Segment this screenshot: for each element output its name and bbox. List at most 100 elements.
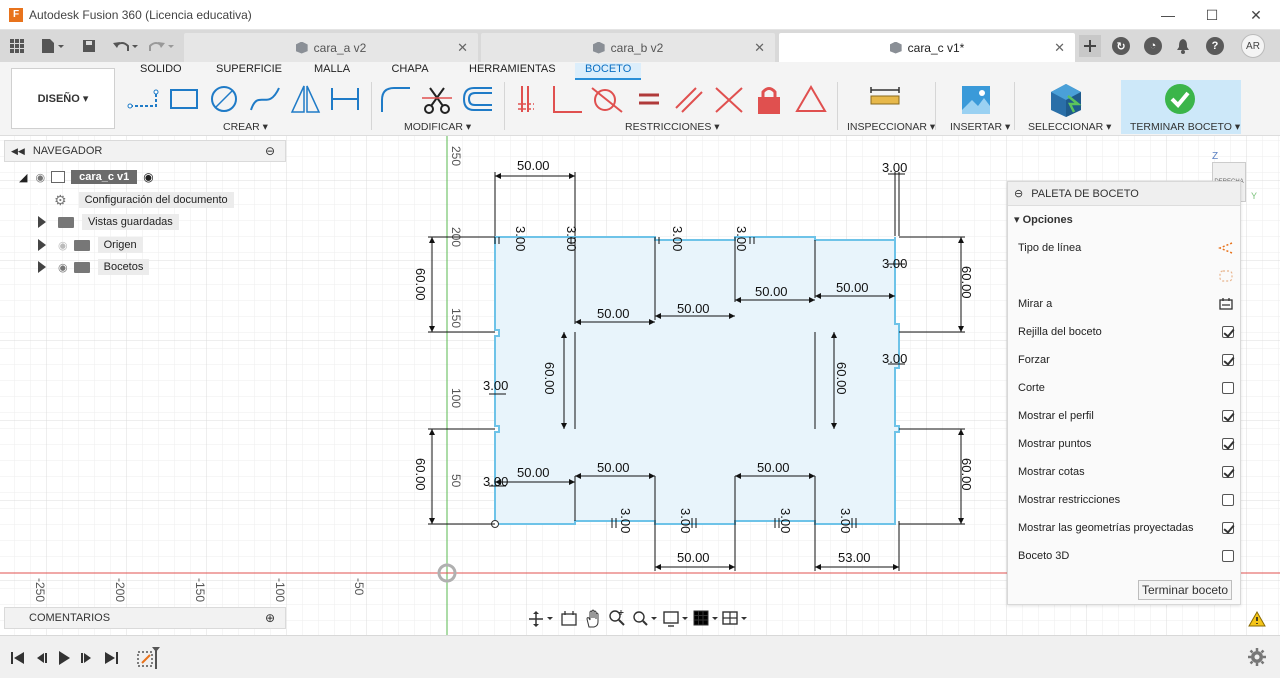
zoom-icon[interactable]	[608, 609, 626, 629]
add-comment-icon[interactable]: ⊕	[264, 611, 275, 625]
offset-tool-icon[interactable]	[460, 84, 494, 114]
go-to-start-icon[interactable]	[10, 650, 26, 666]
nav-item-config[interactable]: ⚙ Configuración del documento	[38, 192, 234, 208]
nav-item-saved-views[interactable]: Vistas guardadas	[38, 214, 179, 230]
display-settings-icon[interactable]	[663, 610, 689, 628]
help-icon[interactable]: ?	[1206, 37, 1224, 55]
tab-cara-a[interactable]: cara_a v2 ✕	[184, 33, 478, 62]
coincident-constraint-icon[interactable]	[514, 84, 544, 114]
checkbox-show-profile[interactable]	[1222, 410, 1234, 422]
checkbox-snap[interactable]	[1222, 354, 1234, 366]
sketch-profile[interactable]	[494, 236, 900, 525]
expand-triangle-icon[interactable]	[38, 194, 46, 206]
spline-tool-icon[interactable]	[248, 84, 282, 114]
extensions-icon[interactable]: ↻	[1112, 37, 1130, 55]
restricciones-group-label[interactable]: RESTRICCIONES ▾	[625, 121, 720, 133]
inspeccionar-group-label[interactable]: INSPECCIONAR ▾	[847, 121, 936, 133]
collapse-triangle-icon[interactable]: ◢	[19, 171, 28, 184]
timeline-sketch-feature-icon[interactable]	[136, 645, 162, 671]
viewports-icon[interactable]	[722, 610, 748, 628]
tab-malla[interactable]: MALLA	[313, 63, 351, 75]
tab-chapa[interactable]: CHAPA	[391, 63, 429, 75]
modificar-group-label[interactable]: MODIFICAR ▾	[404, 121, 472, 133]
sketch-geometry[interactable]: 50.00 3.00 3.00 3.00 3.00 3.00 3.00 3.00…	[0, 136, 1280, 635]
finish-sketch-check-icon[interactable]	[1164, 83, 1196, 115]
checkbox-show-dimensions[interactable]	[1222, 466, 1234, 478]
minimize-button[interactable]: —	[1161, 7, 1175, 23]
origin-point-icon[interactable]	[437, 563, 457, 583]
checkbox-slice[interactable]	[1222, 382, 1234, 394]
perpendicular-constraint-icon[interactable]	[550, 84, 584, 114]
mirror-tool-icon[interactable]	[288, 84, 322, 114]
data-panel-grid-icon[interactable]	[8, 36, 26, 56]
nav-root-item[interactable]: ◢ ◉ cara_c v1 ◉	[19, 169, 154, 185]
maximize-button[interactable]: ☐	[1205, 6, 1219, 23]
redo-icon[interactable]	[146, 36, 176, 56]
select-cube-icon[interactable]	[1048, 82, 1084, 118]
timeline-settings-gear-icon[interactable]	[1248, 648, 1266, 666]
checkbox-show-points[interactable]	[1222, 438, 1234, 450]
tab-cara-c[interactable]: cara_c v1* ✕	[779, 33, 1075, 62]
grid-snaps-icon[interactable]	[693, 610, 719, 628]
parallel-constraint-icon[interactable]	[672, 84, 706, 114]
symmetry-constraint-icon[interactable]	[794, 84, 828, 114]
palette-section-options[interactable]: ▾ Opciones	[1014, 213, 1073, 226]
job-status-icon[interactable]: ◔	[1144, 37, 1162, 55]
workspace-switcher-button[interactable]: DISEÑO ▾	[11, 68, 115, 129]
circle-tool-icon[interactable]	[207, 84, 241, 114]
panel-options-icon[interactable]: ⊖	[264, 144, 275, 158]
warning-icon[interactable]	[1248, 611, 1266, 627]
tab-close-icon[interactable]: ✕	[457, 39, 468, 55]
palette-collapse-icon[interactable]: ⊖	[1014, 188, 1024, 200]
terminar-group-label[interactable]: TERMINAR BOCETO ▾	[1130, 121, 1241, 133]
activate-radio-icon[interactable]: ◉	[143, 170, 154, 184]
expand-triangle-icon[interactable]	[38, 261, 46, 273]
fillet-tool-icon[interactable]	[378, 84, 414, 114]
look-at-icon[interactable]	[1218, 297, 1234, 311]
nav-item-origin[interactable]: ◉ Origen	[38, 237, 143, 253]
collapse-panel-icon[interactable]: ◀◀	[11, 145, 25, 156]
go-to-end-icon[interactable]	[103, 650, 119, 666]
play-icon[interactable]	[56, 650, 72, 666]
line-tool-icon[interactable]	[126, 84, 162, 114]
new-tab-plus-icon[interactable]	[1079, 35, 1101, 57]
visibility-eye-icon[interactable]: ◉	[58, 261, 68, 274]
pan-hand-icon[interactable]	[584, 609, 602, 629]
visibility-eye-icon[interactable]: ◉	[35, 171, 46, 184]
tab-close-icon[interactable]: ✕	[754, 39, 765, 55]
file-menu-icon[interactable]	[38, 36, 66, 56]
crear-group-label[interactable]: CREAR ▾	[223, 121, 268, 133]
close-button[interactable]: ✕	[1250, 6, 1262, 23]
rectangle-tool-icon[interactable]	[167, 84, 201, 114]
step-back-icon[interactable]	[33, 650, 49, 666]
checkbox-show-constraints[interactable]	[1222, 494, 1234, 506]
measure-ruler-icon[interactable]	[868, 84, 902, 114]
navigator-header[interactable]: ◀◀ NAVEGADOR ⊖	[4, 140, 286, 162]
tangent-constraint-icon[interactable]	[590, 84, 624, 114]
construction-line-icon[interactable]	[1218, 241, 1234, 255]
tab-boceto[interactable]: BOCETO	[575, 63, 642, 80]
comments-header[interactable]: COMENTARIOS ⊕	[4, 607, 286, 629]
checkbox-3d-sketch[interactable]	[1222, 550, 1234, 562]
tab-cara-b[interactable]: cara_b v2 ✕	[481, 33, 775, 62]
seleccionar-group-label[interactable]: SELECCIONAR ▾	[1028, 121, 1112, 133]
finish-sketch-button[interactable]: Terminar boceto	[1138, 580, 1232, 600]
step-forward-icon[interactable]	[79, 650, 95, 666]
equal-constraint-icon[interactable]	[634, 84, 664, 114]
look-at-nav-icon[interactable]	[560, 610, 578, 628]
tab-superficie[interactable]: SUPERFICIE	[216, 63, 283, 75]
trim-scissors-icon[interactable]	[420, 84, 454, 116]
sketch-dimension-tool-icon[interactable]	[328, 84, 362, 114]
expand-triangle-icon[interactable]	[38, 216, 46, 228]
fix-lock-icon[interactable]	[754, 84, 784, 116]
expand-triangle-icon[interactable]	[38, 239, 46, 251]
notifications-bell-icon[interactable]	[1175, 36, 1191, 56]
tab-solido[interactable]: SOLIDO	[140, 63, 182, 75]
insert-image-icon[interactable]	[960, 84, 992, 116]
insertar-group-label[interactable]: INSERTAR ▾	[950, 121, 1011, 133]
centerline-icon[interactable]	[1218, 269, 1234, 283]
midpoint-constraint-icon[interactable]	[712, 84, 746, 114]
orbit-move-icon[interactable]	[528, 610, 554, 628]
hidden-eye-icon[interactable]: ◉	[58, 239, 68, 252]
zoom-window-icon[interactable]	[632, 609, 658, 629]
